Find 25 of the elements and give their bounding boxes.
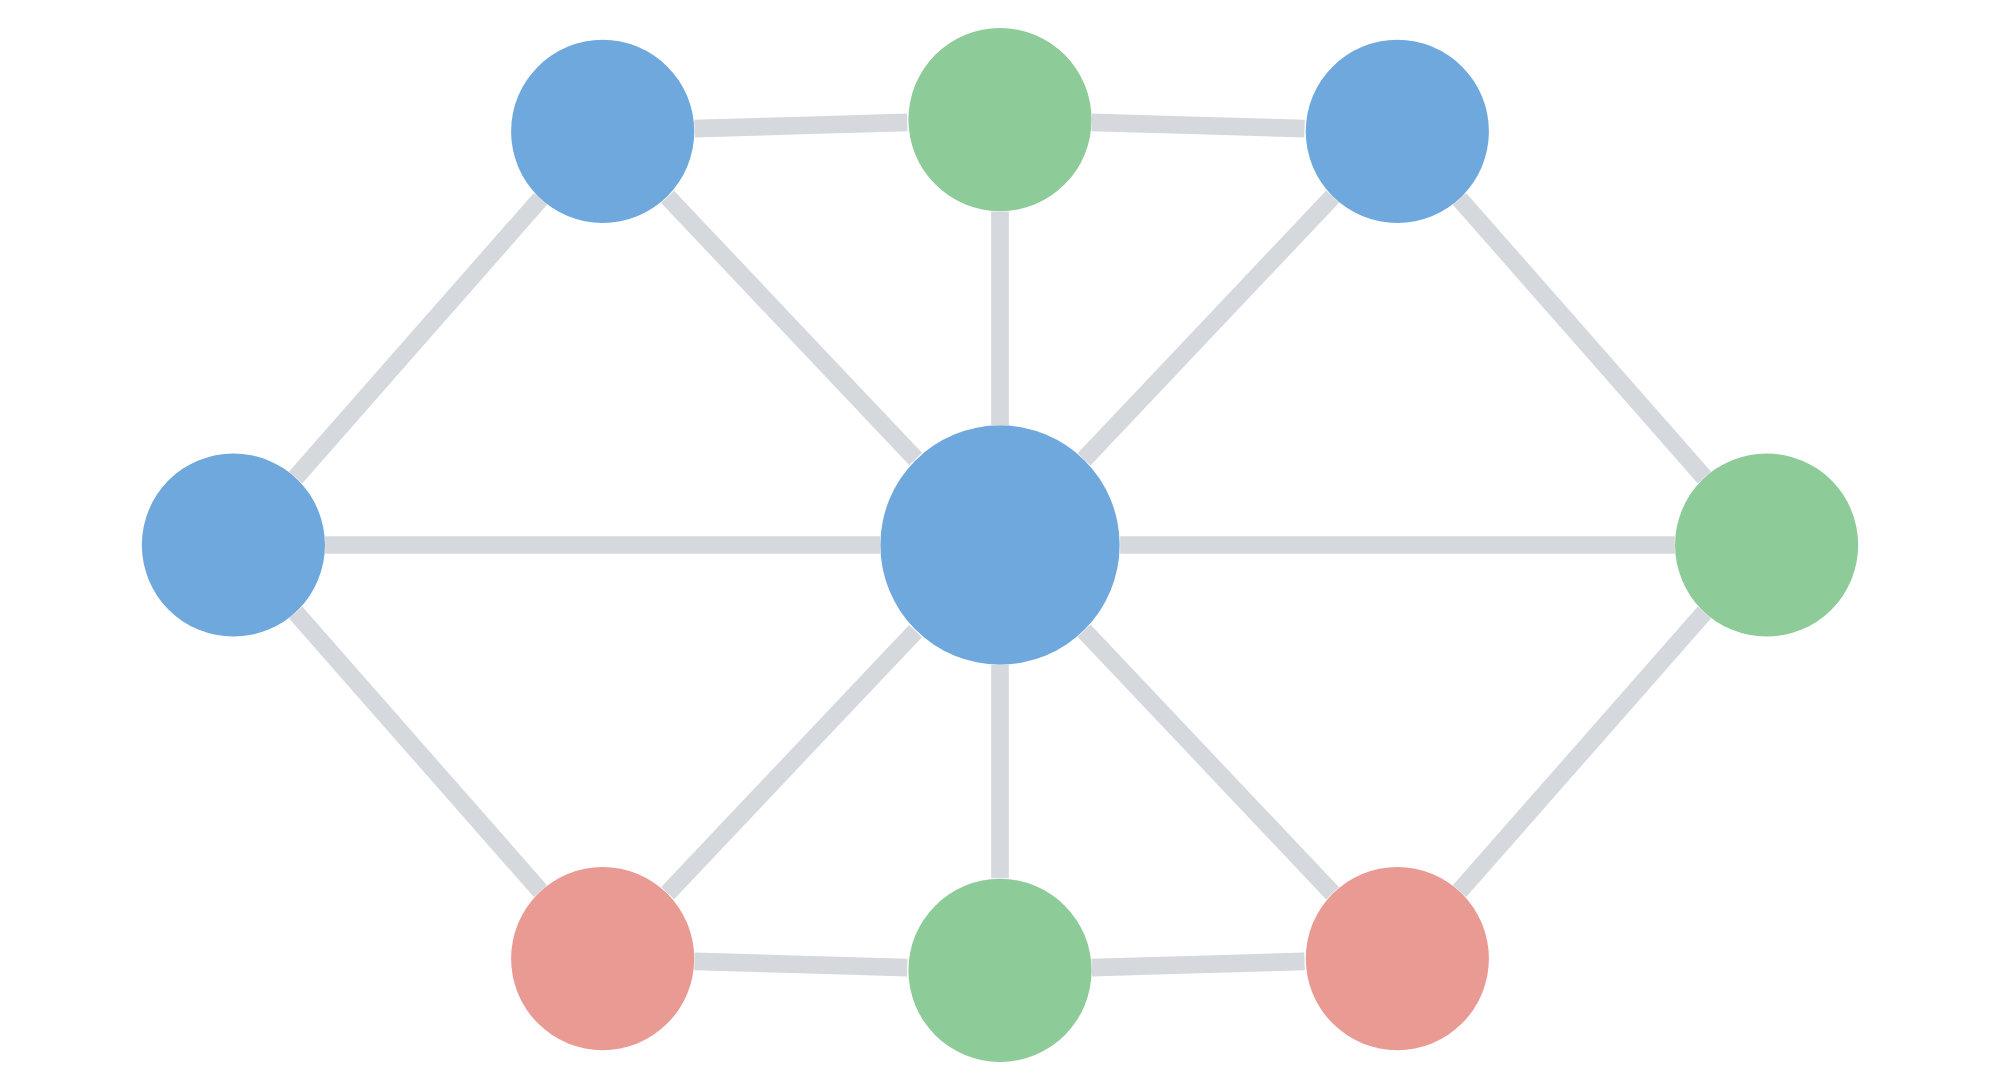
connector bbox=[694, 113, 908, 138]
connector bbox=[288, 606, 548, 898]
connector bbox=[694, 952, 908, 977]
connector bbox=[1452, 606, 1712, 898]
connector bbox=[1077, 624, 1340, 900]
connector bbox=[1120, 536, 1675, 554]
connector bbox=[1452, 192, 1712, 484]
node-circle bbox=[1305, 867, 1489, 1051]
node-circle bbox=[1305, 39, 1489, 223]
connector bbox=[661, 624, 923, 900]
node-circle bbox=[511, 39, 695, 223]
connector bbox=[1077, 190, 1340, 466]
connector bbox=[661, 190, 923, 466]
connector bbox=[991, 211, 1009, 426]
node-circle bbox=[1675, 453, 1859, 637]
connector bbox=[991, 664, 1009, 879]
node-circle bbox=[908, 878, 1092, 1062]
node-circle bbox=[880, 425, 1120, 665]
connector bbox=[288, 192, 548, 484]
node-circle bbox=[511, 867, 695, 1051]
connector bbox=[1091, 113, 1305, 138]
node-circle bbox=[141, 453, 325, 637]
connector bbox=[1091, 952, 1305, 977]
node-circle bbox=[908, 28, 1092, 212]
connector bbox=[325, 536, 881, 554]
